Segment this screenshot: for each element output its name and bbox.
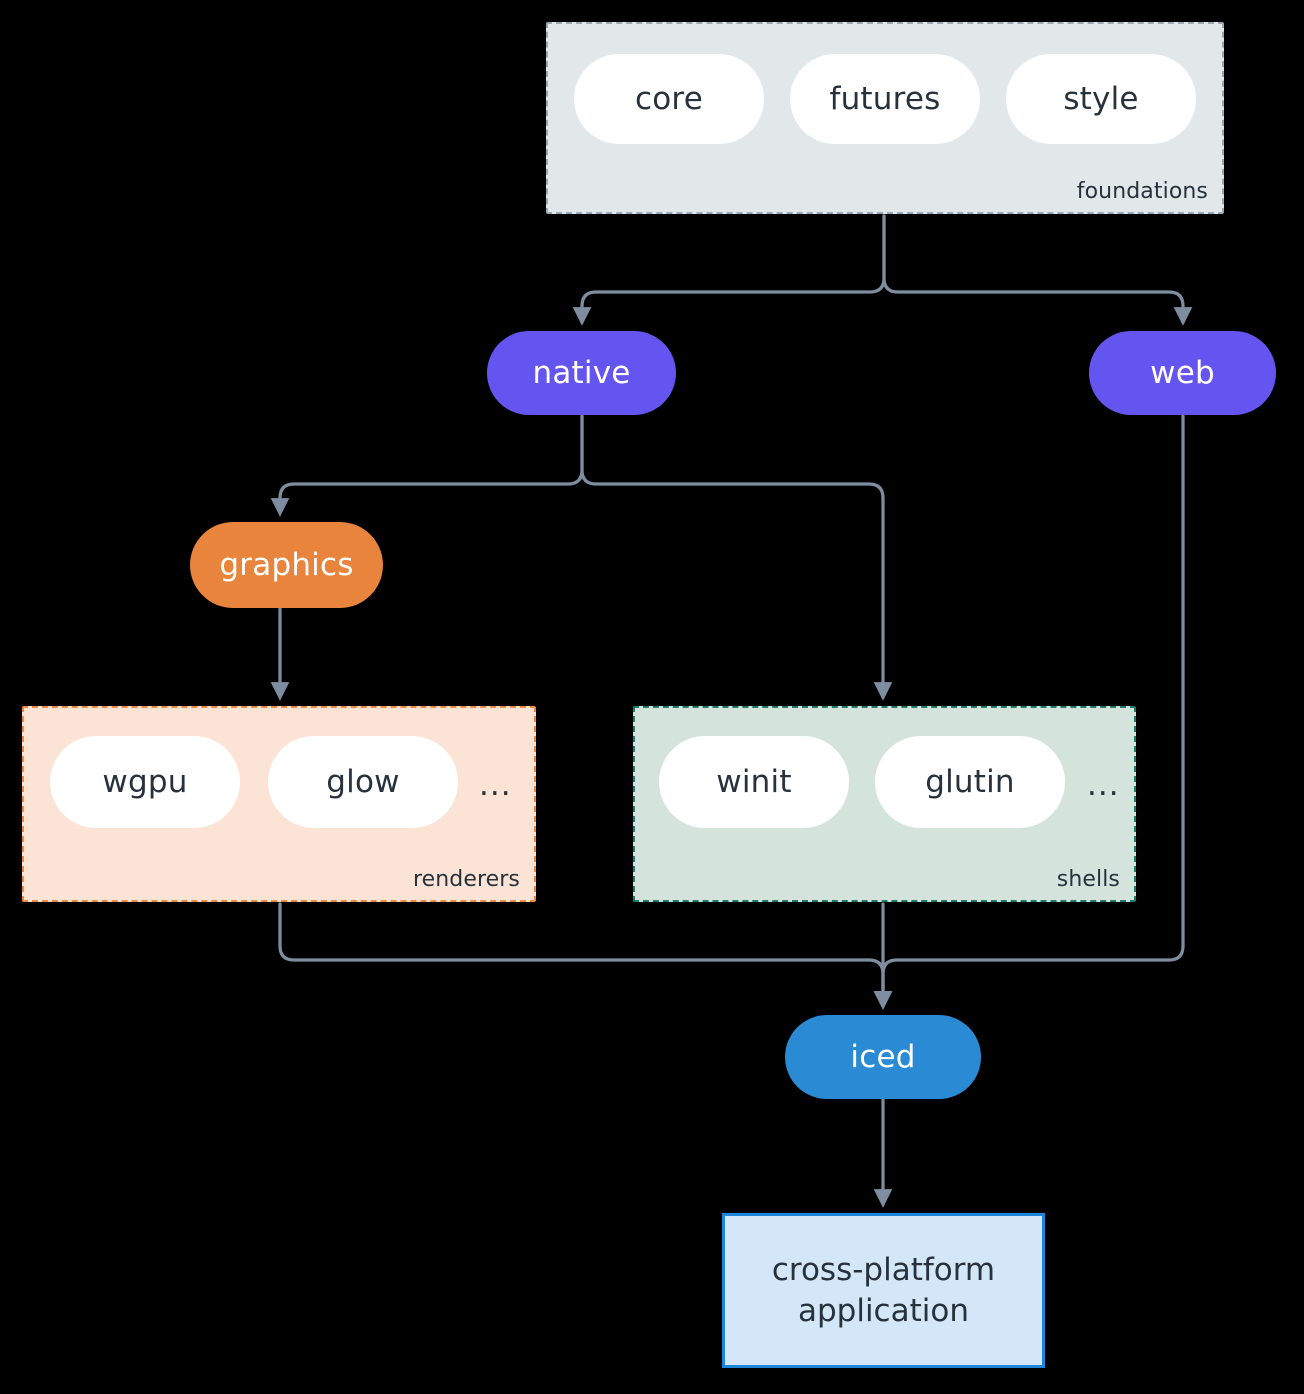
node-wgpu-label: wgpu xyxy=(102,764,188,800)
node-iced-label: iced xyxy=(850,1039,916,1075)
edge-native-shells xyxy=(580,414,893,701)
cluster-shells: winit glutin ... shells xyxy=(633,706,1136,902)
edge-native-graphics xyxy=(270,414,584,517)
cluster-foundations: core futures style foundations xyxy=(546,22,1224,214)
shells-more-label: ... xyxy=(1087,767,1120,803)
node-glow-label: glow xyxy=(326,764,400,800)
cluster-shells-label: shells xyxy=(1056,867,1120,892)
node-application-line1: cross-platform xyxy=(771,1251,996,1288)
node-futures[interactable]: futures xyxy=(790,54,980,144)
node-iced[interactable]: iced xyxy=(785,1015,981,1099)
edge-renderers-iced xyxy=(278,902,893,1010)
cluster-renderers-label: renderers xyxy=(412,867,520,892)
node-native[interactable]: native xyxy=(487,331,676,415)
node-graphics[interactable]: graphics xyxy=(190,522,383,608)
edge-foundations-web xyxy=(882,214,1193,326)
node-application-text: cross-platform application xyxy=(772,1250,995,1332)
node-winit[interactable]: winit xyxy=(659,736,849,828)
node-style-label: style xyxy=(1063,81,1139,117)
node-glow[interactable]: glow xyxy=(268,736,458,828)
node-core[interactable]: core xyxy=(574,54,764,144)
node-glutin[interactable]: glutin xyxy=(875,736,1065,828)
renderers-more-label: ... xyxy=(479,767,512,803)
node-wgpu[interactable]: wgpu xyxy=(50,736,240,828)
node-cross-platform-application[interactable]: cross-platform application xyxy=(722,1213,1045,1368)
node-graphics-label: graphics xyxy=(219,547,354,583)
cluster-foundations-label: foundations xyxy=(1076,179,1208,204)
edge-foundations-native xyxy=(572,214,886,326)
node-futures-label: futures xyxy=(829,81,941,117)
node-native-label: native xyxy=(532,355,631,391)
node-winit-label: winit xyxy=(716,764,792,800)
node-glutin-label: glutin xyxy=(925,764,1015,800)
node-style[interactable]: style xyxy=(1006,54,1196,144)
node-application-line2: application xyxy=(797,1292,969,1329)
node-web[interactable]: web xyxy=(1089,331,1276,415)
node-web-label: web xyxy=(1150,355,1215,391)
cluster-renderers: wgpu glow ... renderers xyxy=(22,706,536,902)
node-core-label: core xyxy=(635,81,703,117)
